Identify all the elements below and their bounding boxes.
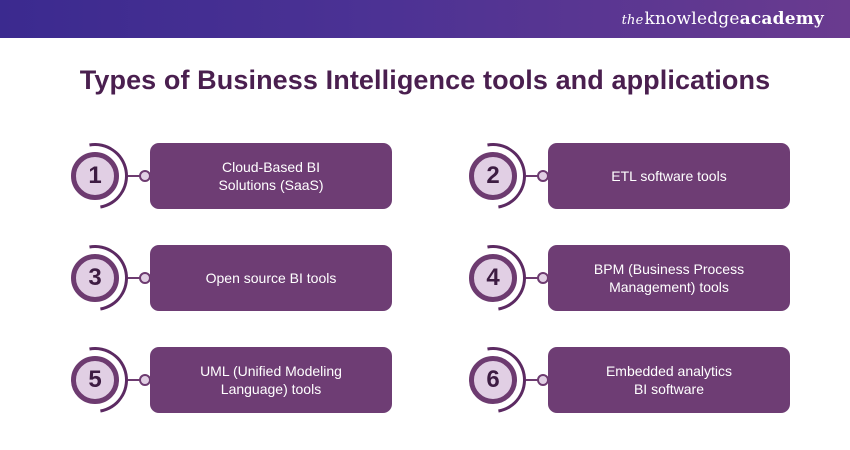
item-card-label: Embedded analytics BI software bbox=[548, 347, 790, 413]
item-card-label: BPM (Business Process Management) tools bbox=[548, 245, 790, 311]
number-badge: 4 bbox=[469, 254, 517, 302]
page-title: Types of Business Intelligence tools and… bbox=[79, 65, 771, 95]
number-badge: 3 bbox=[71, 254, 119, 302]
brand-strong: academy bbox=[739, 9, 824, 29]
bi-type-item-2: 2 ETL software tools bbox=[447, 130, 790, 222]
item-card-label: Open source BI tools bbox=[150, 245, 392, 311]
item-card-label: UML (Unified Modeling Language) tools bbox=[150, 347, 392, 413]
bi-type-item-1: 1 Cloud-Based BI Solutions (SaaS) bbox=[49, 130, 392, 222]
header-bar: theknowledgeacademy bbox=[0, 0, 850, 38]
number-badge: 6 bbox=[469, 356, 517, 404]
bi-type-item-4: 4 BPM (Business Process Management) tool… bbox=[447, 232, 790, 324]
brand-prefix: the bbox=[621, 13, 644, 28]
number-badge: 1 bbox=[71, 152, 119, 200]
brand-logo: theknowledgeacademy bbox=[622, 9, 824, 29]
bi-type-item-3: 3 Open source BI tools bbox=[49, 232, 392, 324]
bi-type-item-6: 6 Embedded analytics BI software bbox=[447, 334, 790, 426]
number-badge: 5 bbox=[71, 356, 119, 404]
item-card-label: Cloud-Based BI Solutions (SaaS) bbox=[150, 143, 392, 209]
bi-type-item-5: 5 UML (Unified Modeling Language) tools bbox=[49, 334, 392, 426]
brand-main: knowledge bbox=[644, 9, 740, 29]
number-badge: 2 bbox=[469, 152, 517, 200]
item-card-label: ETL software tools bbox=[548, 143, 790, 209]
